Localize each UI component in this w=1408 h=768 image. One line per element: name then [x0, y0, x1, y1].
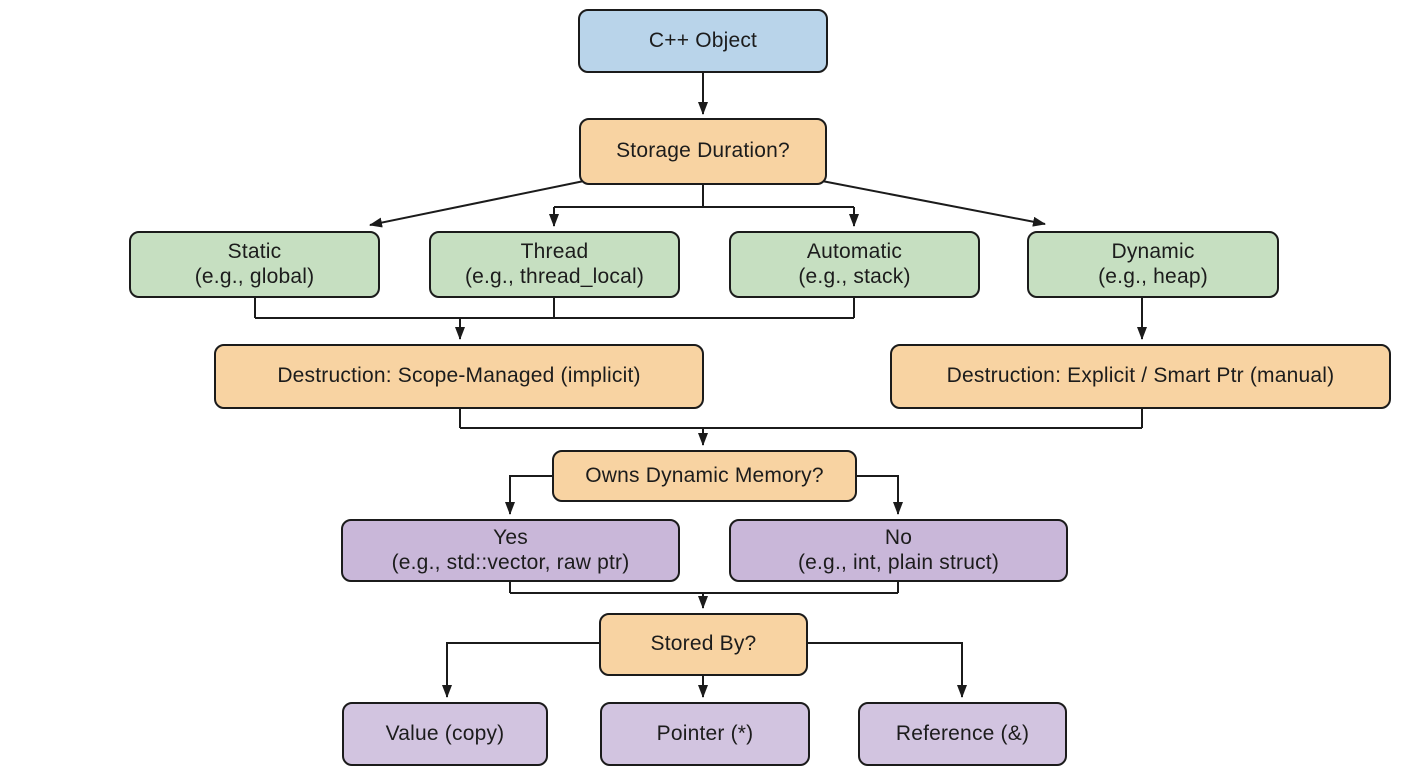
node-cpp-object: C++ Object [578, 9, 828, 73]
node-destruction-explicit-label: Destruction: Explicit / Smart Ptr (manua… [946, 364, 1335, 388]
edge-storage-bus [554, 185, 854, 208]
node-storage-duration-label: Storage Duration? [616, 139, 790, 163]
edge-destruction-bus [459, 409, 1143, 429]
node-owns-dynamic-memory-label: Owns Dynamic Memory? [585, 463, 824, 487]
node-automatic-title: Automatic [806, 240, 903, 264]
edge-storage-to-static [369, 180, 585, 228]
node-owns-no: No (e.g., int, plain struct) [729, 519, 1068, 582]
node-storage-duration: Storage Duration? [579, 118, 827, 185]
edge-owns-to-yes [505, 475, 552, 515]
node-thread-title: Thread [520, 240, 589, 264]
edge-ownership-bus [509, 582, 899, 594]
node-owns-yes-title: Yes [493, 526, 528, 550]
node-dynamic: Dynamic (e.g., heap) [1027, 231, 1279, 298]
node-thread-subtitle: (e.g., thread_local) [464, 264, 645, 288]
edge-owns-to-no [857, 475, 903, 515]
node-automatic: Automatic (e.g., stack) [729, 231, 980, 298]
node-cpp-object-label: C++ Object [648, 28, 758, 52]
node-owns-no-subtitle: (e.g., int, plain struct) [797, 550, 1000, 574]
node-dynamic-title: Dynamic [1111, 240, 1195, 264]
node-static-subtitle: (e.g., global) [194, 264, 315, 288]
node-reference: Reference (&) [858, 702, 1067, 766]
node-thread: Thread (e.g., thread_local) [429, 231, 680, 298]
node-owns-dynamic-memory: Owns Dynamic Memory? [552, 450, 857, 502]
node-owns-no-title: No [884, 526, 913, 550]
node-pointer: Pointer (*) [600, 702, 810, 766]
node-static: Static (e.g., global) [129, 231, 380, 298]
node-dynamic-subtitle: (e.g., heap) [1098, 264, 1208, 288]
node-owns-yes-subtitle: (e.g., std::vector, raw ptr) [391, 550, 630, 574]
node-static-title: Static [227, 240, 282, 264]
node-value-copy-label: Value (copy) [385, 721, 505, 745]
node-value-copy: Value (copy) [342, 702, 548, 766]
node-destruction-scope-managed: Destruction: Scope-Managed (implicit) [214, 344, 704, 409]
node-stored-by-label: Stored By? [650, 632, 757, 656]
node-destruction-explicit: Destruction: Explicit / Smart Ptr (manua… [890, 344, 1391, 409]
node-stored-by: Stored By? [599, 613, 808, 676]
edge-storedby-to-reference [808, 642, 967, 698]
edge-storage-to-dynamic [821, 180, 1046, 227]
edge-storedby-to-value [442, 642, 599, 698]
node-automatic-subtitle: (e.g., stack) [798, 264, 911, 288]
edge-green-bus [254, 298, 855, 319]
node-pointer-label: Pointer (*) [656, 721, 754, 745]
node-owns-yes: Yes (e.g., std::vector, raw ptr) [341, 519, 680, 582]
node-reference-label: Reference (&) [895, 721, 1030, 745]
node-destruction-scope-managed-label: Destruction: Scope-Managed (implicit) [277, 364, 641, 388]
